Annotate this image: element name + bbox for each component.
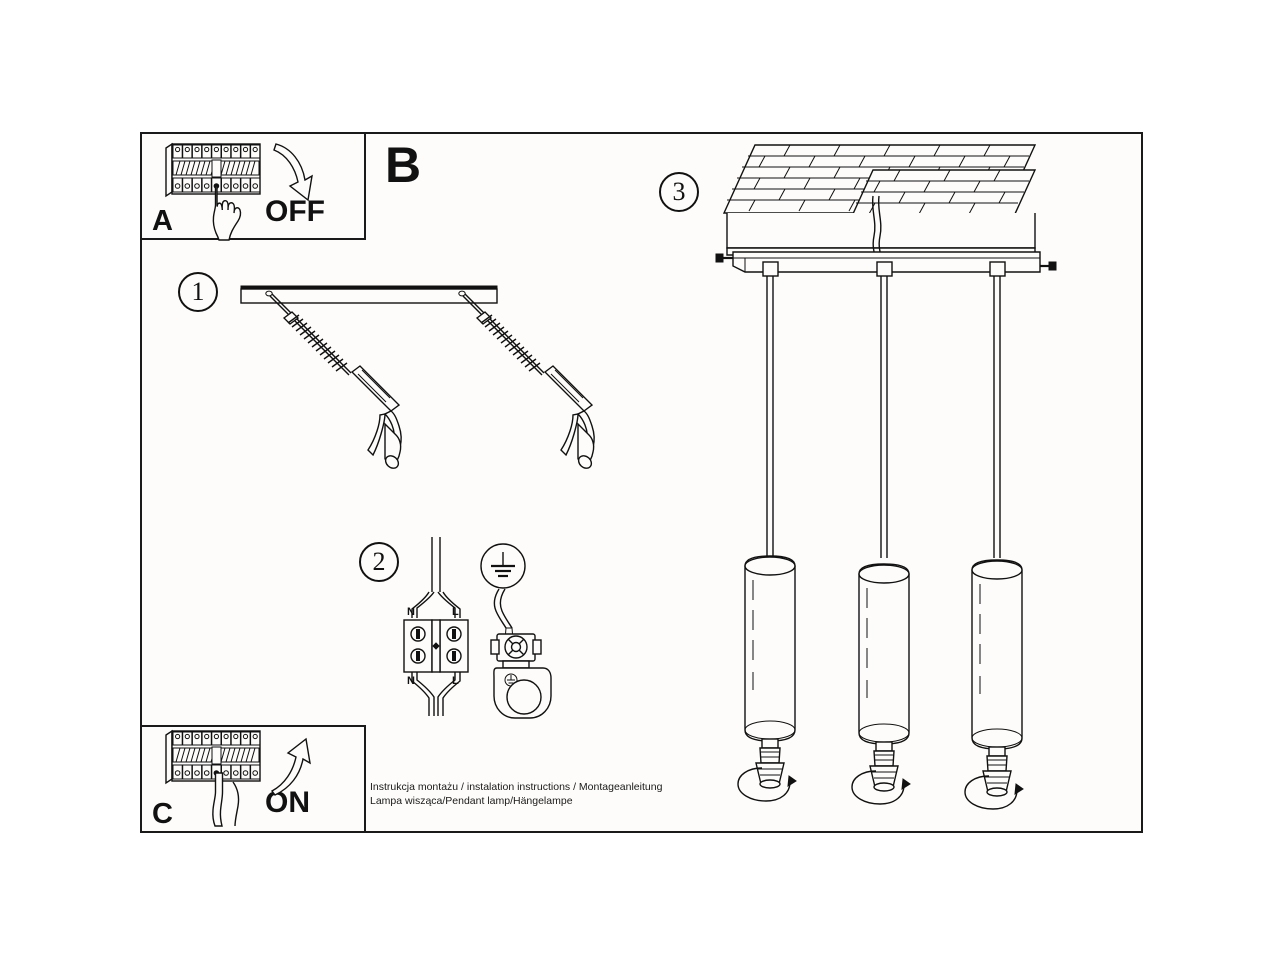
panel-a-power-off: [140, 132, 366, 240]
step-3-marker: 3: [659, 172, 699, 212]
step-3-number: 3: [672, 177, 686, 206]
panel-c-power-on: [140, 725, 366, 833]
panel-a-action-label: OFF: [265, 195, 325, 228]
panel-c-letter: C: [152, 798, 173, 830]
step-2-marker: 2: [359, 542, 399, 582]
step-1-marker: 1: [178, 272, 218, 312]
caption-block: Instrukcja montażu / instalation instruc…: [370, 780, 662, 808]
step-2-number: 2: [372, 547, 386, 576]
panel-c-action-label: ON: [265, 786, 310, 819]
panel-b-letter: B: [385, 137, 422, 193]
caption-title: Instrukcja montażu / instalation instruc…: [370, 781, 663, 793]
caption-subtitle: Lampa wisząca/Pendant lamp/Hängelampe: [370, 795, 573, 807]
step-1-number: 1: [191, 277, 205, 306]
panel-a-letter: A: [152, 205, 173, 237]
